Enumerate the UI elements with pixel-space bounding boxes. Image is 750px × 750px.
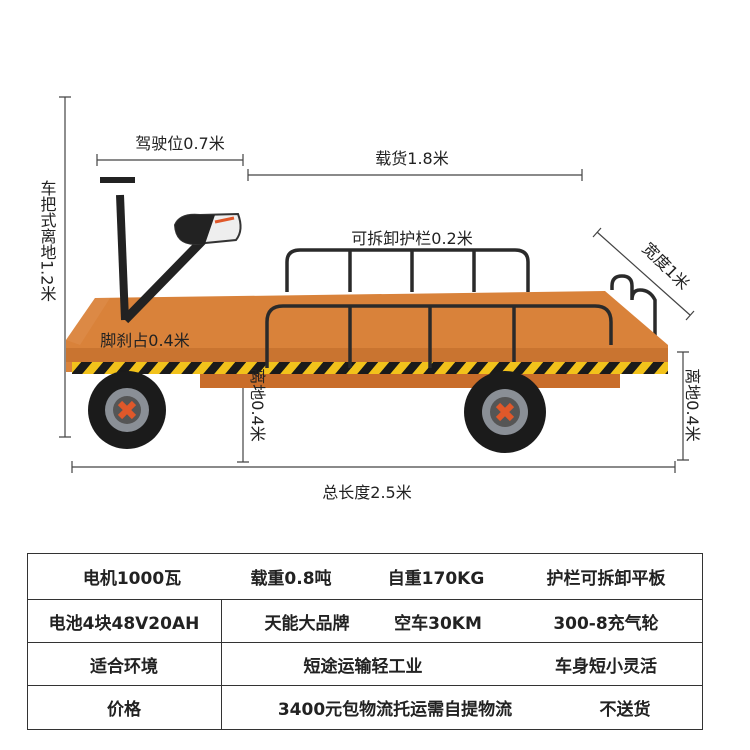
rear-rail	[285, 248, 530, 292]
spec-cell: 不送货	[599, 700, 651, 720]
label-handlebar-height: 车把式离地1.2米	[38, 180, 57, 302]
spec-cell: 电机1000瓦	[82, 569, 182, 589]
label-ground-clearance-rear: 离地0.4米	[683, 368, 702, 441]
label-cargo-length: 载货1.8米	[375, 149, 448, 168]
spec-row: 电池4块48V20AH 天能大品牌 空车30KM 300-8充气轮	[28, 599, 702, 643]
label-width: 宽度1米	[639, 239, 694, 294]
spec-row: 适合环境 短途运输轻工业 车身短小灵活	[28, 642, 702, 686]
spec-cell: 护栏可拆卸平板	[546, 569, 666, 589]
spec-cell: 300-8充气轮	[553, 614, 659, 634]
spec-cell: 3400元包物流托运需自提物流	[277, 700, 513, 720]
spec-row: 价格 3400元包物流托运需自提物流 不送货	[28, 685, 702, 729]
cart	[66, 177, 668, 453]
label-removable-rail: 可拆卸护栏0.2米	[351, 229, 472, 248]
label-foot-brake: 脚刹占0.4米	[100, 331, 189, 350]
column-divider	[221, 643, 222, 686]
spec-cell: 适合环境	[90, 657, 158, 677]
spec-cell: 价格	[107, 700, 141, 720]
spec-table: 电机1000瓦 载重0.8吨 自重170KG 护栏可拆卸平板 电池4块48V20…	[27, 553, 703, 730]
cart-diagram: 驾驶位0.7米 载货1.8米 车把式离地1.2米 可拆卸护栏0.2米 宽度1米 …	[38, 96, 702, 502]
seat-post	[121, 234, 209, 324]
spec-cell: 自重170KG	[387, 569, 485, 589]
label-total-length: 总长度2.5米	[322, 483, 411, 502]
spec-cell: 电池4块48V20AH	[48, 614, 200, 634]
front-rail	[265, 304, 613, 368]
label-driver-seat: 驾驶位0.7米	[135, 134, 224, 153]
column-divider	[221, 600, 222, 643]
spec-row: 电机1000瓦 载重0.8吨 自重170KG 护栏可拆卸平板	[28, 554, 702, 599]
spec-cell: 天能大品牌	[264, 614, 350, 634]
spec-cell: 载重0.8吨	[250, 569, 332, 589]
spec-cell: 空车30KM	[394, 614, 482, 634]
front-wheel	[88, 371, 166, 449]
end-rail	[610, 274, 657, 340]
rear-wheel	[464, 371, 546, 453]
label-ground-clearance-front: 离地0.4米	[248, 368, 267, 441]
column-divider	[221, 686, 222, 729]
spec-cell: 车身短小灵活	[555, 657, 657, 677]
hazard-stripe	[72, 362, 668, 374]
spec-cell: 短途运输轻工业	[303, 657, 423, 677]
steering-column	[116, 194, 129, 321]
